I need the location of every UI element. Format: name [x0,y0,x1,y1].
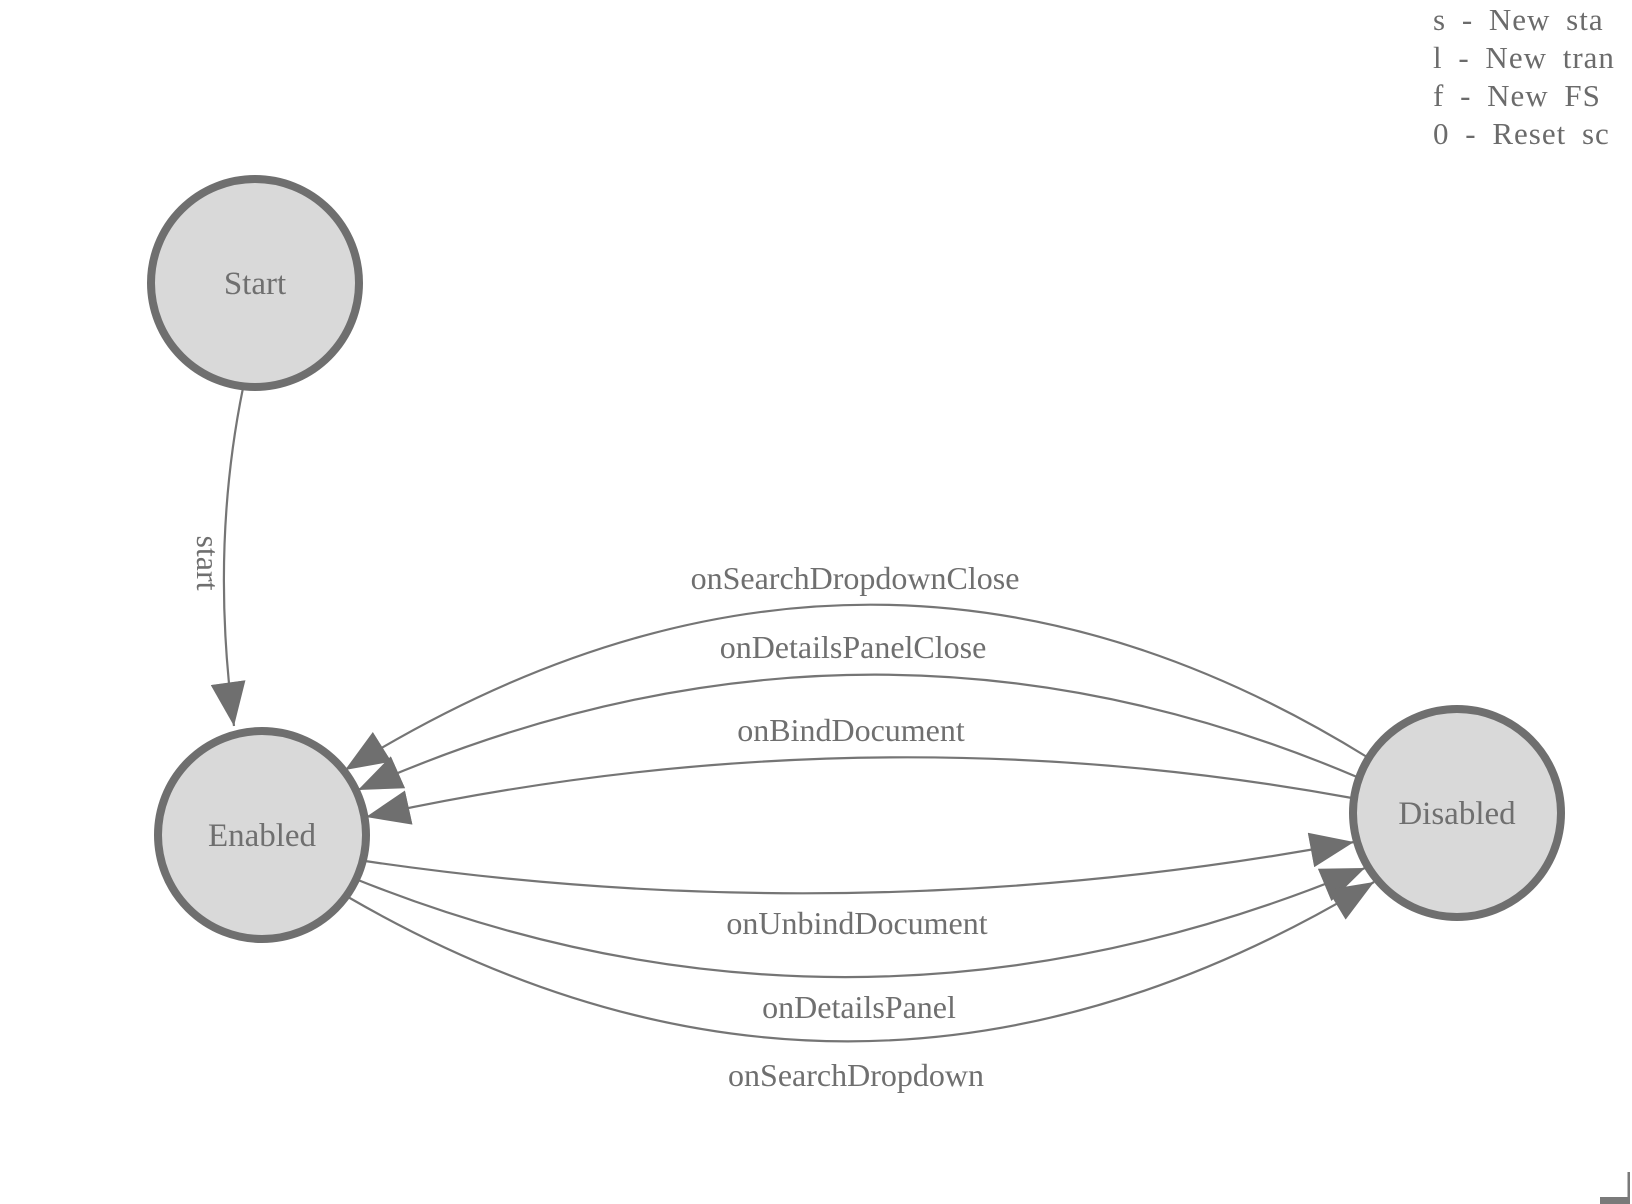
state-label-enabled: Enabled [208,818,317,854]
transition-edge-onSearchDropdownClose[interactable]: onSearchDropdownClose [344,560,1368,771]
transition-edge-onBindDocument[interactable]: onBindDocument [365,712,1353,825]
transition-label-onDetailsPanel: onDetailsPanel [762,989,956,1025]
transition-label-onSearchDropdownClose: onSearchDropdownClose [691,560,1020,596]
transition-edge-onDetailsPanel[interactable]: onDetailsPanel [357,866,1366,1025]
transition-label-onUnbindDocument: onUnbindDocument [726,905,987,941]
transition-label-onDetailsPanelClose: onDetailsPanelClose [720,629,987,665]
transition-edge-start[interactable]: start [190,387,246,727]
transition-label-onBindDocument: onBindDocument [737,712,965,748]
state-node-enabled[interactable]: Enabled [154,727,370,943]
transition-edge-onSearchDropdown[interactable]: onSearchDropdown [347,881,1375,1093]
state-label-start: Start [224,266,286,302]
state-node-disabled[interactable]: Disabled [1349,705,1565,921]
legend-line-new-state: s - New sta [1433,2,1604,37]
shortcut-legend: s - New sta l - New tran f - New FS 0 - … [1433,1,1632,153]
transition-edge-onDetailsPanelClose[interactable]: onDetailsPanelClose [357,629,1358,792]
transition-label-start: start [190,535,226,590]
legend-line-new-fsm: f - New FS [1433,78,1601,113]
transition-label-onSearchDropdown: onSearchDropdown [728,1057,984,1093]
legend-line-reset: 0 - Reset sc [1433,116,1610,151]
transition-edge-onUnbindDocument[interactable]: onUnbindDocument [364,832,1355,941]
state-node-start[interactable]: Start [147,175,363,391]
state-label-disabled: Disabled [1398,796,1516,832]
legend-line-new-transition: l - New tran [1433,40,1615,75]
clipped-corner-shape [1600,1172,1630,1204]
